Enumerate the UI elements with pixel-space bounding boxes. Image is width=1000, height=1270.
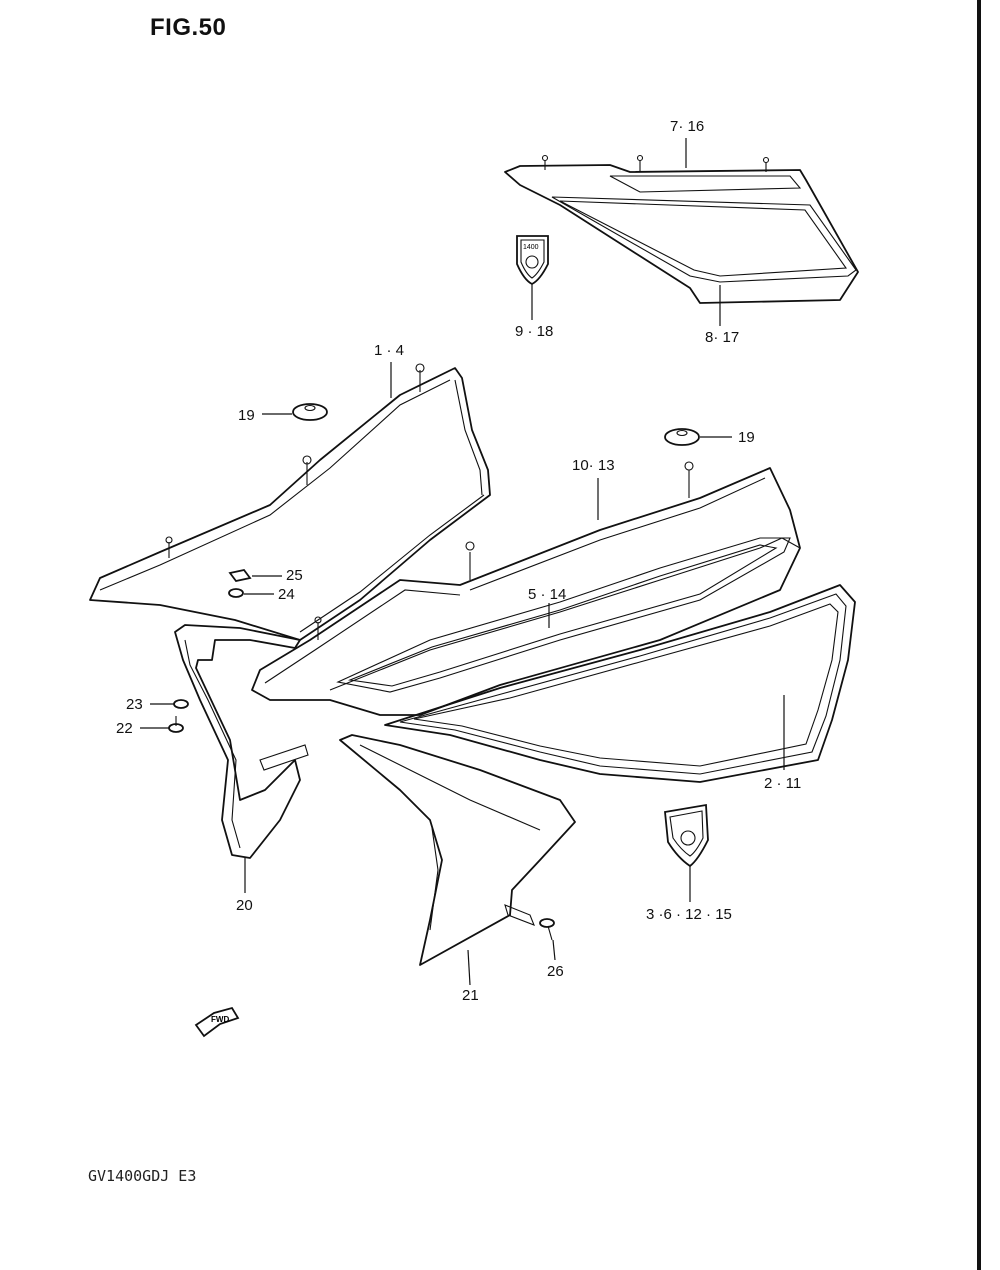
- label-23: 23: [126, 696, 143, 713]
- label-24: 24: [278, 586, 295, 603]
- part-emblem-upper[interactable]: 1400: [516, 235, 549, 286]
- part-frame-cover-main[interactable]: [251, 461, 801, 716]
- part-side-decal[interactable]: [384, 584, 856, 783]
- fwd-arrow-icon: FWD: [194, 1006, 240, 1038]
- part-rear-side-cover[interactable]: [504, 154, 859, 304]
- label-2-11: 2 · 11: [764, 775, 801, 792]
- label-1-4: 1 · 4: [374, 342, 404, 359]
- label-22: 22: [116, 720, 133, 737]
- part-grommet-right[interactable]: [664, 428, 700, 446]
- figure-title: FIG.50: [150, 14, 227, 41]
- part-screw-26[interactable]: [539, 918, 555, 941]
- label-8-17: 8· 17: [705, 329, 739, 346]
- model-code: GV1400GDJ E3: [88, 1167, 197, 1185]
- label-19-right: 19: [738, 429, 755, 446]
- label-3-6-12-15: 3 ·6 · 12 · 15: [646, 906, 732, 923]
- label-21: 21: [462, 987, 479, 1004]
- label-10-13: 10· 13: [572, 457, 615, 474]
- label-25: 25: [286, 567, 303, 584]
- page-border-line: [977, 0, 981, 1270]
- label-9-18: 9 · 18: [515, 323, 553, 340]
- part-emblem-lower[interactable]: [664, 803, 709, 868]
- part-washer-24[interactable]: [228, 588, 244, 598]
- part-frame-cover-left[interactable]: [89, 363, 491, 641]
- part-nut-25[interactable]: [228, 568, 252, 583]
- label-26: 26: [547, 963, 564, 980]
- label-5-14: 5 · 14: [528, 586, 566, 603]
- label-7-16: 7· 16: [670, 118, 704, 135]
- part-frame-cover-lower-right[interactable]: [339, 734, 576, 966]
- emblem-text-upper: 1400: [523, 244, 539, 251]
- label-19-left: 19: [238, 407, 255, 424]
- fwd-arrow-text: FWD: [211, 1015, 229, 1024]
- part-washer-23[interactable]: [173, 699, 189, 709]
- label-20: 20: [236, 897, 253, 914]
- part-frame-cover-lower-left[interactable]: [174, 624, 309, 859]
- part-bolt-22[interactable]: [168, 716, 184, 733]
- leader-lines: [140, 138, 785, 986]
- part-grommet-left[interactable]: [292, 403, 328, 421]
